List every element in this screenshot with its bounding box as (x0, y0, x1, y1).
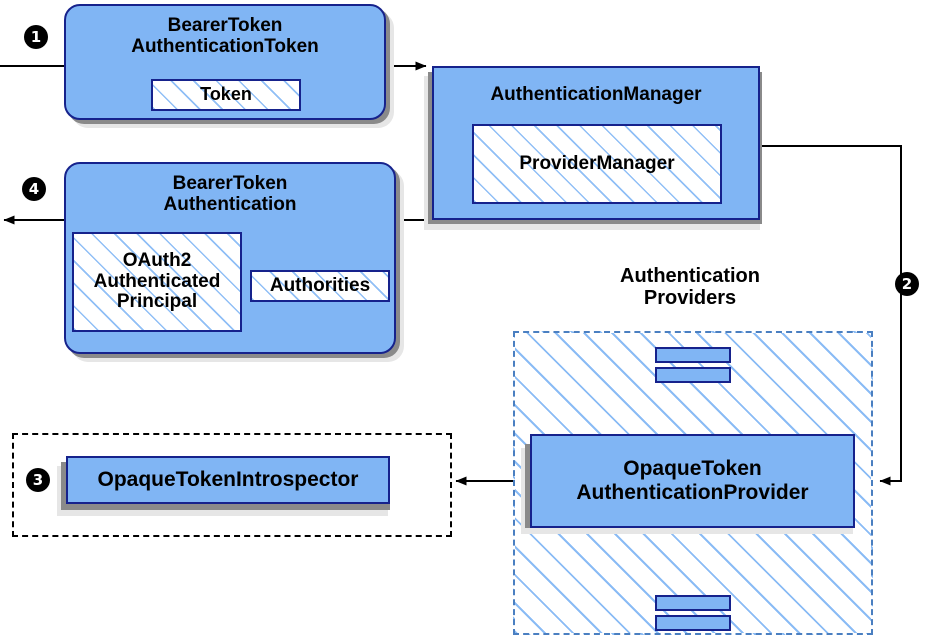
step-badge-1: 1 (24, 25, 48, 49)
group-opaque-token-introspector (12, 433, 452, 537)
node-opaque-token-introspector[interactable]: OpaqueTokenIntrospector (66, 456, 390, 504)
node-title-opaque-token-introspector: OpaqueTokenIntrospector (97, 468, 359, 492)
inner-box-token[interactable]: Token (151, 79, 301, 111)
node-bearer-token-authentication-token[interactable]: BearerToken AuthenticationToken Token (64, 4, 386, 120)
node-opaque-token-authentication-provider[interactable]: OpaqueToken AuthenticationProvider (530, 434, 855, 528)
inner-label-oauth2-authenticated-principal: OAuth2 Authenticated Principal (93, 249, 221, 313)
node-authentication-manager[interactable]: AuthenticationManager ProviderManager (432, 66, 760, 220)
group-caption-authentication-providers: Authentication Providers (620, 265, 760, 310)
inner-box-authorities[interactable]: Authorities (250, 270, 390, 302)
step-badge-2: 2 (895, 272, 919, 296)
inner-label-authorities: Authorities (269, 274, 371, 296)
node-title-authentication-manager: AuthenticationManager (490, 84, 702, 105)
node-title-bearer-token-authentication-token: BearerToken AuthenticationToken (131, 15, 319, 58)
step-badge-3: 3 (26, 468, 50, 492)
node-title-opaque-token-authentication-provider: OpaqueToken AuthenticationProvider (576, 457, 809, 504)
node-bearer-token-authentication[interactable]: BearerToken Authentication OAuth2 Authen… (64, 162, 396, 354)
inner-box-oauth2-authenticated-principal[interactable]: OAuth2 Authenticated Principal (72, 232, 242, 332)
node-title-bearer-token-authentication: BearerToken Authentication (163, 173, 297, 216)
inner-label-token: Token (200, 84, 252, 105)
provider-stack-bar-top-1 (655, 347, 731, 363)
step-badge-4: 4 (22, 177, 46, 201)
inner-box-provider-manager[interactable]: ProviderManager (472, 124, 722, 204)
inner-label-provider-manager: ProviderManager (519, 152, 675, 174)
provider-stack-bar-top-2 (655, 367, 731, 383)
provider-stack-bar-bottom-1 (655, 595, 731, 611)
provider-stack-bar-bottom-2 (655, 615, 731, 631)
